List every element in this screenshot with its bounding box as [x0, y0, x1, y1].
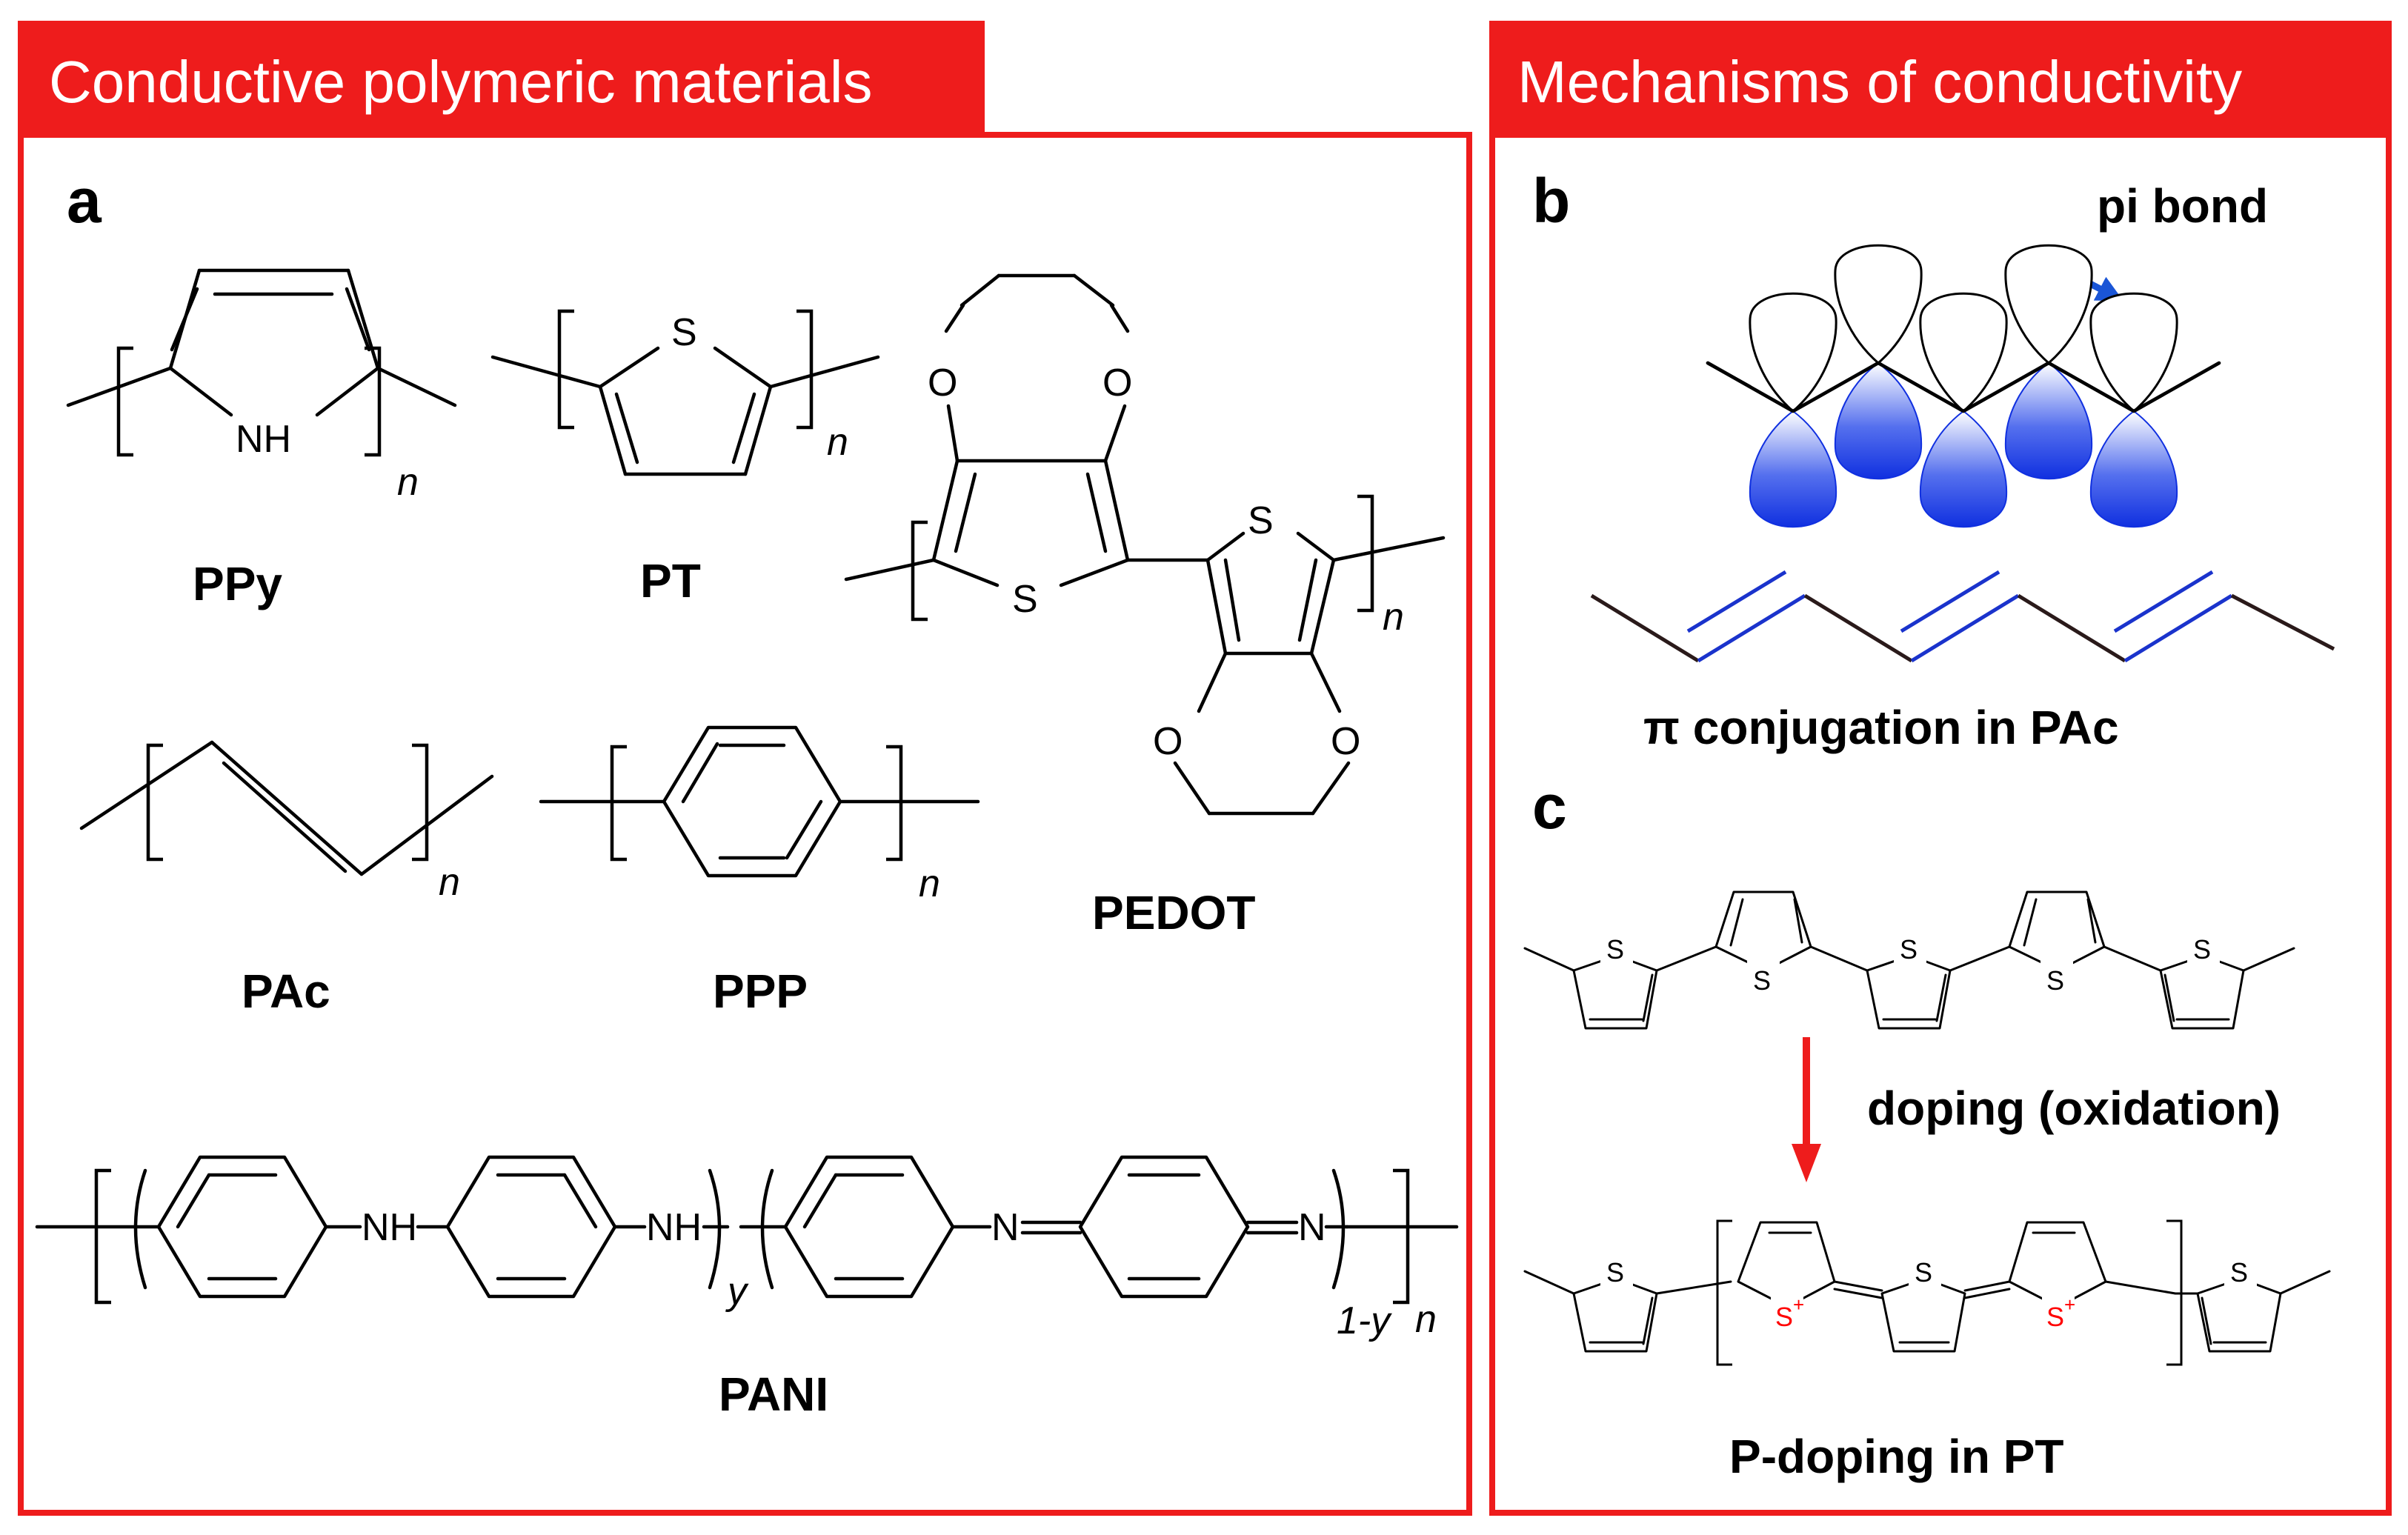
panel-label-a: a: [67, 166, 102, 236]
ppy-nh-label: NH: [236, 418, 291, 461]
pedot-s1: S: [1012, 578, 1038, 621]
doped-plus-1: +: [1793, 1293, 1804, 1316]
neutral-s3: S: [1900, 934, 1918, 965]
pt-doped-s-labels: S S + S S + S: [1600, 1252, 2257, 1332]
pani-structure: NH NH y N N 1-y n: [35, 1155, 1459, 1342]
pedot-name: PEDOT: [1092, 886, 1255, 939]
pac-structure: n: [79, 740, 494, 904]
pi-bond-label: pi bond: [2097, 179, 2268, 233]
panel-label-c: c: [1532, 772, 1567, 842]
neutral-s5: S: [2193, 934, 2211, 965]
doped-s2-plus: S: [1775, 1302, 1793, 1332]
ppy-structure: NH n: [66, 268, 457, 504]
right-header-bar: [1489, 21, 2392, 138]
pt-name: PT: [640, 554, 701, 607]
pac-name: PAc: [242, 965, 330, 1018]
pt-neutral-s-labels: S S S S S: [1600, 929, 2220, 996]
pedot-o3: O: [1153, 720, 1183, 763]
left-header-title: Conductive polymeric materials: [49, 49, 873, 115]
pedot-o4: O: [1331, 720, 1360, 763]
pt-structure: S n: [490, 309, 880, 476]
pt-repeat-n: n: [827, 421, 848, 464]
p-orbitals: [1706, 244, 2221, 528]
pedot-o1: O: [928, 362, 957, 404]
doped-s1: S: [1606, 1257, 1624, 1288]
left-header-bar: [18, 21, 985, 138]
ppp-repeat-n: n: [919, 862, 940, 905]
doping-arrow: [1792, 1037, 1821, 1182]
neutral-s4: S: [2046, 965, 2064, 996]
pani-y: y: [725, 1270, 749, 1313]
pani-n1: N: [991, 1206, 1020, 1249]
pi-conjugation-caption: π conjugation in PAc: [1643, 701, 2119, 754]
pani-one-minus-y: 1-y: [1337, 1299, 1392, 1342]
pani-nh2: NH: [646, 1206, 702, 1249]
pedot-s2: S: [1248, 499, 1274, 542]
ppp-structure: n: [539, 725, 980, 905]
doped-plus-2: +: [2064, 1293, 2075, 1316]
pani-name: PANI: [719, 1368, 828, 1421]
doped-s3: S: [1915, 1257, 1932, 1288]
pt-s-label: S: [671, 311, 697, 354]
pani-n2: N: [1298, 1206, 1326, 1249]
pani-repeat-n: n: [1415, 1298, 1437, 1341]
doping-label: doping (oxidation): [1867, 1082, 2281, 1135]
pedot-repeat-n: n: [1383, 596, 1404, 639]
neutral-s1: S: [1606, 934, 1624, 965]
right-header-title: Mechanisms of conductivity: [1517, 49, 2242, 115]
doped-s4-plus: S: [2046, 1302, 2064, 1332]
doped-s5: S: [2230, 1257, 2248, 1288]
pedot-o2: O: [1102, 362, 1132, 404]
pt-doped-chain: [1523, 1219, 2331, 1366]
pac-repeat-n: n: [439, 861, 460, 904]
pedot-structure: O O S S n O O: [844, 273, 1446, 816]
neutral-s2: S: [1753, 965, 1771, 996]
pani-nh1: NH: [362, 1206, 417, 1249]
pdoping-caption: P-doping in PT: [1729, 1430, 2063, 1483]
pac-conjugated-chain: [1590, 570, 2335, 663]
ppy-repeat-n: n: [397, 461, 419, 504]
ppp-name: PPP: [713, 965, 808, 1018]
ppy-name: PPy: [193, 557, 282, 610]
panel-label-b: b: [1532, 166, 1570, 236]
